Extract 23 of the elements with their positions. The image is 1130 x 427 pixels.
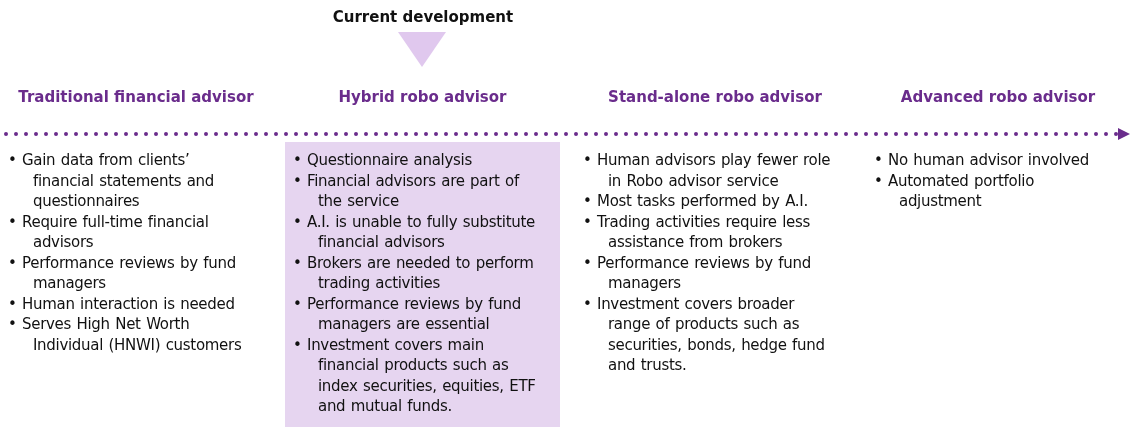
bullet-item: • Trading activities require less assistance from brokers	[583, 211, 812, 253]
bullet-item: • Performance reviews by fund managers	[583, 252, 812, 294]
bullet-item: • Human interaction is needed	[8, 293, 236, 314]
bullet-item: • Require full-time financial advisors	[8, 211, 210, 253]
bullet-item: • Performance reviews by fund managers are essential	[293, 293, 522, 335]
stage-heading: Stand-alone robo advisor	[607, 88, 823, 106]
bullet-item: • Questionnaire analysis	[293, 150, 473, 171]
bullet-item: • Investment covers main financial products such as index securities, equities, ETF and mutual funds.	[293, 334, 537, 417]
bullet-item: • Financial advisors are part of the service	[293, 170, 521, 212]
stage-heading: Traditional financial advisor	[17, 88, 255, 106]
stage-heading: Hybrid robo advisor	[337, 88, 508, 106]
bullet-item: • Performance reviews by fund managers	[8, 252, 237, 294]
bullet-item: • Gain data from clients’ financial statements and questionnaires	[8, 150, 216, 212]
bullet-item: • Most tasks performed by A.I.	[583, 191, 809, 212]
bullet-item: • No human advisor involved	[874, 150, 1090, 171]
bullet-item: • A.I. is unable to fully substitute financial advisors	[293, 211, 536, 253]
bullet-item: • Investment covers broader range of products such as securities, bonds, hedge fund and trusts.	[583, 293, 826, 376]
bullet-item: • Human advisors play fewer role in Robo advisor service	[583, 150, 832, 191]
stage-heading: Advanced robo advisor	[899, 88, 1097, 106]
bullet-item: • Brokers are needed to perform trading activities	[293, 252, 535, 294]
bullet-item: • Serves High Net Worth Individual (HNWI) customers	[8, 314, 243, 355]
current-development-label: Current development	[331, 8, 515, 26]
bullet-item: • Automated portfolio adjustment	[874, 170, 1036, 212]
